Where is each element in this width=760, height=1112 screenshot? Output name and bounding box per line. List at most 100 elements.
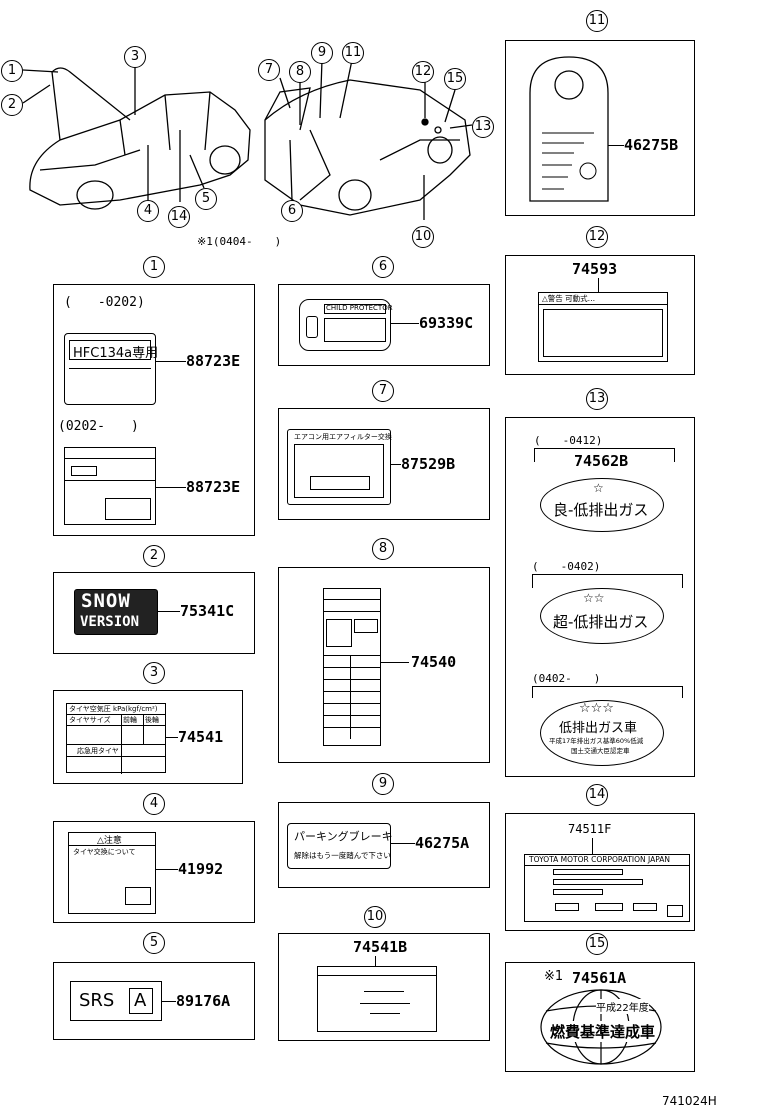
panel-1-range-b: (0202- ) (58, 419, 139, 434)
callout-13[interactable]: 13 (472, 116, 494, 138)
label-version-text: VERSION (80, 614, 140, 630)
panel-9[interactable]: パーキングブレーキ 解除はもう一度踏んで下さい 46275A (278, 802, 490, 888)
part-74593: 74593 (572, 260, 618, 278)
callout-3[interactable]: 3 (124, 46, 146, 68)
callout-10[interactable]: 10 (412, 226, 434, 248)
panel-1-range-a: ( -0202) (64, 295, 145, 310)
panel-2[interactable]: SNOW VERSION 75341C (53, 572, 255, 654)
part-88723e-b: 88723E (186, 478, 241, 496)
part-69339c: 69339C (419, 314, 474, 332)
label-46275a: パーキングブレーキ 解除はもう一度踏んで下さい (287, 823, 393, 869)
label-87529b-text: エアコン用エアフィルター交換 (294, 433, 392, 441)
label-74541-row: 応急用タイヤ (77, 747, 119, 755)
part-87529b: 87529B (401, 455, 456, 473)
panel-6-number: 6 (372, 256, 394, 278)
panel-13-range-b: ( -0402) (532, 560, 601, 573)
label-87529b: エアコン用エアフィルター交換 (287, 429, 392, 505)
panel-11-number: 11 (586, 10, 608, 32)
label-74593-text: △警告 可動式… (542, 294, 596, 303)
panel-4-number: 4 (143, 793, 165, 815)
panel-2-number: 2 (143, 545, 165, 567)
panel-7[interactable]: エアコン用エアフィルター交換 87529B (278, 408, 490, 520)
panel-15-note: ※1 (544, 969, 564, 984)
label-vin-plate-text: TOYOTA MOTOR CORPORATION JAPAN (529, 855, 671, 864)
part-74562b: 74562B (574, 452, 629, 470)
label-srs-text: SRS (79, 990, 115, 1011)
panel-12-number: 12 (586, 226, 608, 248)
part-46275a: 46275A (415, 834, 470, 852)
part-75341c: 75341C (180, 602, 235, 620)
panel-3[interactable]: タイヤ空気圧 kPa(kgf/cm²) タイヤサイズ 前輪 後輪 応急用タイヤ … (53, 690, 243, 784)
panel-5-number: 5 (143, 932, 165, 954)
callout-15[interactable]: 15 (444, 68, 466, 90)
panel-7-number: 7 (372, 380, 394, 402)
part-74541: 74541 (178, 728, 224, 746)
part-41992: 41992 (178, 860, 224, 878)
callout-4[interactable]: 4 (137, 200, 159, 222)
label-low-emission-vehicle-sub2: 国土交通大臣認定車 (571, 747, 630, 755)
panel-15[interactable]: ※1 74561A 平成22年度 燃費基準達成車 (505, 962, 695, 1072)
star-icon-1: ☆ (593, 481, 604, 495)
panel-14[interactable]: 74511F TOYOTA MOTOR CORPORATION JAPAN (505, 813, 695, 931)
label-snow-version: SNOW VERSION (74, 589, 158, 635)
callout-6[interactable]: 6 (281, 200, 303, 222)
part-46275b: 46275B (624, 136, 679, 154)
panel-10[interactable]: 74541B (278, 933, 490, 1041)
label-74541-head: タイヤ空気圧 kPa(kgf/cm²) (69, 705, 158, 713)
part-88723e-a: 88723E (186, 352, 241, 370)
panel-8[interactable]: 74540 (278, 567, 490, 763)
callout-8[interactable]: 8 (289, 61, 311, 83)
callout-1[interactable]: 1 (1, 60, 23, 82)
panel-5[interactable]: SRS A 89176A (53, 962, 255, 1040)
label-low-emission-vehicle: ☆☆☆ 低排出ガス車 平成17年排出ガス基準60%低減 国土交通大臣認定車 (540, 700, 664, 766)
star-icon-2: ☆☆ (583, 591, 605, 605)
panel-4[interactable]: △注意 タイヤ交換について 41992 (53, 821, 255, 923)
label-vin-plate: TOYOTA MOTOR CORPORATION JAPAN (524, 854, 690, 922)
car-note: ※1(0404- ) (197, 235, 282, 248)
car-illustration (22, 59, 473, 220)
panel-1-number: 1 (143, 256, 165, 278)
callout-12[interactable]: 12 (412, 61, 434, 83)
label-door-hanger (529, 56, 609, 202)
panel-13[interactable]: ( -0412) 74562B ☆ 良-低排出ガス ( -0402) ☆☆ 超-… (505, 417, 695, 777)
callout-5[interactable]: 5 (195, 188, 217, 210)
label-low-emission-vehicle-text: 低排出ガス車 (559, 721, 638, 736)
panel-15-number: 15 (586, 933, 608, 955)
callout-11[interactable]: 11 (342, 42, 364, 64)
label-74541-col-c: 後輪 (145, 716, 159, 724)
label-74541-col-a: タイヤサイズ (69, 716, 111, 724)
label-41992-sub: タイヤ交換について (73, 848, 136, 856)
panel-6[interactable]: CHILD PROTECTOR 69339C (278, 284, 490, 366)
callout-7[interactable]: 7 (258, 59, 280, 81)
panel-1[interactable]: ( -0202) HFC134a専用 88723E (0202- ) 88723… (53, 284, 255, 536)
panel-10-number: 10 (364, 906, 386, 928)
label-low-emission-ultra-text: 超-低排出ガス (553, 613, 649, 631)
part-74561a: 74561A (572, 969, 627, 987)
callout-2[interactable]: 2 (1, 94, 23, 116)
panel-14-number: 14 (586, 784, 608, 806)
panel-3-number: 3 (143, 662, 165, 684)
label-88723e-b (64, 447, 156, 525)
panel-13-range-c: (0402- ) (532, 672, 601, 685)
label-74541-col-b: 前輪 (123, 716, 137, 724)
label-41992-head: △注意 (97, 836, 122, 846)
panel-11[interactable]: 46275B (505, 40, 695, 216)
label-child-protector: CHILD PROTECTOR (299, 299, 393, 351)
label-low-emission-good-text: 良-低排出ガス (553, 501, 649, 519)
label-74593: △警告 可動式… (538, 292, 668, 362)
part-74511f: 74511F (568, 822, 612, 836)
label-46275a-text-a: パーキングブレーキ (294, 830, 393, 843)
callout-9[interactable]: 9 (311, 42, 333, 64)
star-icon-3: ☆☆☆ (579, 701, 614, 716)
part-89176a: 89176A (176, 992, 231, 1010)
label-snow-text: SNOW (81, 590, 131, 612)
callout-14[interactable]: 14 (168, 206, 190, 228)
label-74541b (317, 966, 437, 1032)
panel-12[interactable]: 74593 △警告 可動式… (505, 255, 695, 375)
diagram-code: 741024H (662, 1094, 717, 1108)
panel-13-number: 13 (586, 388, 608, 410)
panel-9-number: 9 (372, 773, 394, 795)
label-88723e-a-text: HFC134a専用 (73, 346, 159, 361)
label-74540 (323, 588, 381, 746)
panel-13-range-a: ( -0412) (534, 434, 603, 447)
